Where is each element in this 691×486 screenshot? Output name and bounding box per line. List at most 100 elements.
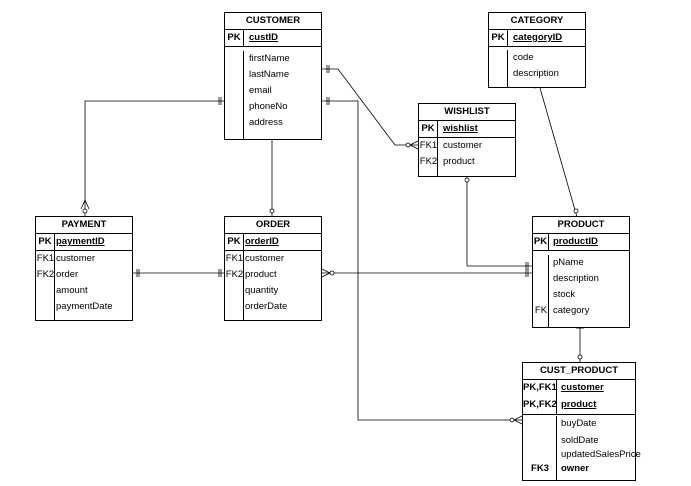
entity-cust-product[interactable]: CUST_PRODUCT PK,FK1 customer PK,FK2 prod… <box>522 362 641 481</box>
field-name: category <box>553 305 590 316</box>
field-name: quantity <box>245 285 279 296</box>
field-name: description <box>553 273 599 284</box>
field-name: email <box>249 85 272 96</box>
field-name: firstName <box>249 53 290 64</box>
key-label: FK1 <box>419 140 438 151</box>
field-name: orderDate <box>245 301 288 312</box>
pk-row: PK paymentID <box>36 234 132 251</box>
field-name: lastName <box>249 69 290 80</box>
field-name: categoryID <box>513 32 563 43</box>
field-name: customer <box>443 140 483 151</box>
key-label: PK,FK2 <box>523 397 557 414</box>
field-name: address <box>249 117 283 128</box>
attribute-row: updatedSalesPrice <box>523 448 641 462</box>
key-label: FK3 <box>531 463 549 474</box>
entity-title: WISHLIST <box>419 104 515 121</box>
field-name: customer <box>561 382 604 393</box>
pk-row: PK productID <box>533 234 629 251</box>
field-name: phoneNo <box>249 101 288 112</box>
attribute-row: amount <box>36 283 132 299</box>
field-name: owner <box>561 463 589 474</box>
entity-title: ORDER <box>225 217 321 234</box>
attribute-row: FK1 customer <box>419 138 515 154</box>
attribute-row: orderDate <box>225 299 321 315</box>
entity-order[interactable]: ORDER PK orderID FK1 customer FK2 produc… <box>224 216 322 321</box>
field-name: soldDate <box>561 435 599 446</box>
key-label: PK,FK1 <box>523 380 557 397</box>
attribute-row: stock <box>533 287 629 303</box>
entity-title: PAYMENT <box>36 217 132 234</box>
rel-customer-custproduct <box>322 100 522 421</box>
key-label: PK <box>225 234 244 250</box>
attribute-row: email <box>225 83 321 99</box>
attribute-row: FK3 owner <box>523 462 635 476</box>
field-name: product <box>561 399 597 410</box>
field-name: customer <box>245 253 285 264</box>
key-label: PK <box>225 30 244 46</box>
rel-wishlist-product <box>466 176 532 267</box>
attribute-row: description <box>533 271 629 287</box>
key-label: FK1 <box>225 253 244 264</box>
key-label: FK <box>534 305 548 316</box>
field-name: orderID <box>245 236 279 247</box>
attribute-row: FK1 customer <box>36 251 132 267</box>
field-name: description <box>513 68 559 79</box>
rel-customer-payment <box>84 100 224 216</box>
key-label: FK2 <box>36 269 55 280</box>
pk-row: PK wishlist <box>419 121 515 138</box>
attribute-row: soldDate <box>523 434 635 448</box>
attribute-row: FK2 product <box>225 267 321 283</box>
attribute-row: firstName <box>225 51 321 67</box>
pk-row: PK custID <box>225 30 321 47</box>
key-label: FK2 <box>225 269 244 280</box>
attribute-row: lastName <box>225 67 321 83</box>
entity-title: CATEGORY <box>489 13 585 30</box>
attribute-row: address <box>225 115 321 131</box>
attribute-row: FK category <box>533 303 629 319</box>
field-name: pName <box>553 257 584 268</box>
field-name: paymentID <box>56 236 105 247</box>
field-name: product <box>245 269 277 280</box>
entity-title: CUSTOMER <box>225 13 321 30</box>
attribute-row: FK1 customer <box>225 251 321 267</box>
key-label: FK1 <box>36 253 55 264</box>
pk-row: PK categoryID <box>489 30 585 47</box>
attribute-row: FK2 order <box>36 267 132 283</box>
attribute-row: description <box>489 66 585 82</box>
attribute-row: pName <box>533 255 629 271</box>
field-name: order <box>56 269 79 280</box>
attribute-row: phoneNo <box>225 99 321 115</box>
attribute-row: code <box>489 50 585 66</box>
pk-row: PK,FK1 customer <box>523 380 635 397</box>
key-label: PK <box>533 234 549 250</box>
key-label: FK2 <box>419 156 438 167</box>
field-name: custID <box>249 32 279 43</box>
entity-category[interactable]: CATEGORY PK categoryID code description <box>488 12 586 88</box>
key-label: PK <box>489 30 508 46</box>
entity-wishlist[interactable]: WISHLIST PK wishlist FK1 customer FK2 pr… <box>418 103 516 177</box>
field-name: customer <box>56 253 96 264</box>
entity-title: PRODUCT <box>533 217 629 234</box>
field-name: amount <box>56 285 88 296</box>
field-name: buyDate <box>561 418 597 429</box>
key-label: PK <box>419 121 438 137</box>
attribute-row: FK2 product <box>419 154 515 170</box>
attribute-row: paymentDate <box>36 299 132 315</box>
attribute-row: buyDate <box>523 416 635 432</box>
rel-category-product <box>537 80 578 218</box>
entity-title: CUST_PRODUCT <box>523 363 635 380</box>
field-name: wishlist <box>443 123 478 134</box>
entity-product[interactable]: PRODUCT PK productID pName description s… <box>532 216 630 328</box>
entity-customer[interactable]: CUSTOMER PK custID firstName lastName em… <box>224 12 322 140</box>
attribute-row: quantity <box>225 283 321 299</box>
pk-row: PK,FK2 product <box>523 397 635 415</box>
field-name: productID <box>553 236 598 247</box>
field-name: updatedSalesPrice <box>561 449 641 460</box>
field-name: stock <box>553 289 576 300</box>
rel-customer-wishlist <box>322 68 418 146</box>
key-label: PK <box>36 234 55 250</box>
pk-row: PK orderID <box>225 234 321 251</box>
field-name: code <box>513 52 534 63</box>
field-name: product <box>443 156 475 167</box>
entity-payment[interactable]: PAYMENT PK paymentID FK1 customer FK2 or… <box>35 216 133 321</box>
